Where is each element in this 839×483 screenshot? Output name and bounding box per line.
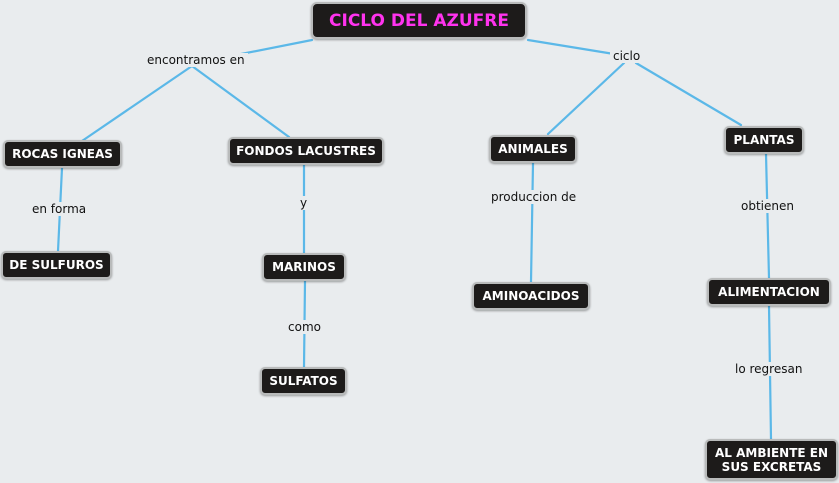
link-label-en-forma: en forma xyxy=(29,202,90,216)
edge-title-encontramos xyxy=(234,38,314,57)
edge-animales-aminoacidos xyxy=(529,161,535,284)
edge-ciclo-plantas xyxy=(634,61,743,127)
edge-ciclo-animales xyxy=(546,61,626,136)
edge-plantas-alimentacion xyxy=(764,152,771,280)
edge-encontramos-rocas xyxy=(80,64,194,143)
node-de-sulfuros[interactable]: DE SULFUROS xyxy=(1,251,112,279)
title-node[interactable]: CICLO DEL AZUFRE xyxy=(311,2,527,39)
node-fondos-lacustres[interactable]: FONDOS LACUSTRES xyxy=(228,137,384,165)
node-alimentacion[interactable]: ALIMENTACION xyxy=(707,278,831,306)
link-label-lo-regresan: lo regresan xyxy=(732,362,806,376)
link-label-produccion-de: produccion de xyxy=(488,190,580,204)
node-plantas[interactable]: PLANTAS xyxy=(724,126,804,154)
link-label-obtienen: obtienen xyxy=(738,199,797,213)
edge-title-ciclo xyxy=(526,38,616,56)
node-rocas-igneas[interactable]: ROCAS IGNEAS xyxy=(3,140,122,168)
link-label-como: como xyxy=(285,320,324,334)
link-label-encontramos-en: encontramos en xyxy=(144,53,248,67)
link-label-y: y xyxy=(297,196,311,210)
node-animales[interactable]: ANIMALES xyxy=(489,135,577,163)
edge-encontramos-fondos xyxy=(190,64,291,139)
node-marinos[interactable]: MARINOS xyxy=(262,253,346,281)
node-aminoacidos[interactable]: AMINOACIDOS xyxy=(472,282,590,310)
node-al-ambiente[interactable]: AL AMBIENTE EN SUS EXCRETAS xyxy=(705,439,838,480)
link-label-ciclo: ciclo xyxy=(610,49,644,63)
node-sulfatos[interactable]: SULFATOS xyxy=(260,367,347,395)
